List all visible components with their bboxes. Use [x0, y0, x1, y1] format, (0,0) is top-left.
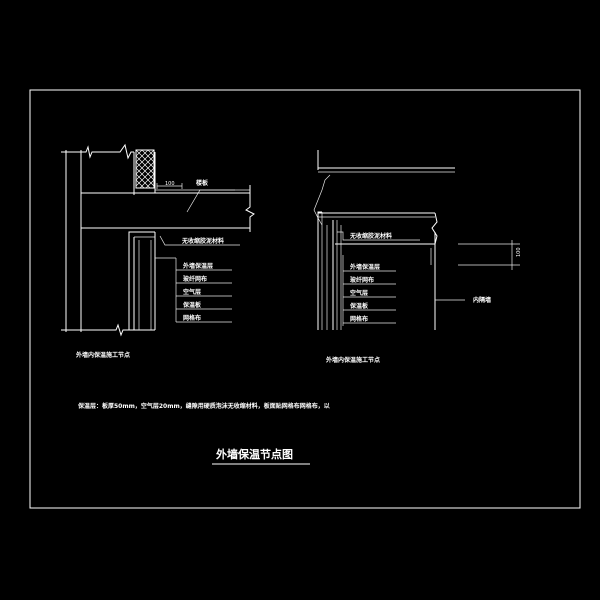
lower-col-cap [128, 231, 155, 237]
layer-r-4: 保温板 [349, 302, 369, 310]
bottom-break-line [61, 323, 155, 337]
layer-5: 网格布 [183, 314, 201, 322]
crosshatch [135, 149, 155, 189]
layer-3: 空气层 [183, 288, 201, 296]
layer-r-5: 网格布 [350, 315, 368, 323]
left-detail: 楼板 100 无收缩胶泥材料 外墙保温层 玻纤网布 空气层 保温板 网格布 外墙… [61, 143, 255, 359]
layer-r-1: 外墙保温层 [349, 263, 380, 271]
label-material: 无收缩胶泥材料 [181, 237, 224, 245]
layer-1: 外墙保温层 [182, 262, 213, 270]
top-break-line [61, 143, 134, 160]
drawing-frame [29, 89, 581, 509]
left-caption: 外墙内保温施工节点 [75, 351, 130, 359]
slab-break-r [431, 212, 438, 245]
label-partition: 内隔墙 [473, 296, 491, 304]
dim-100-text-r: 100 [516, 247, 522, 257]
dim-100-text: 100 [165, 181, 175, 187]
note-text: 保温层：板厚50mm，空气层20mm，缝隙用硬质泡沫无收缩材料，板面贴网格布网格… [77, 402, 330, 410]
wall-left-line [317, 211, 322, 330]
slab-leader [186, 189, 235, 213]
hatched-insulation-block [135, 149, 155, 189]
material-leader [159, 235, 240, 246]
layer-4: 保温板 [182, 301, 202, 309]
material-leader-r [337, 231, 420, 241]
layer-r-2: 玻纤网布 [350, 276, 374, 284]
layer-r-3: 空气层 [350, 289, 368, 297]
right-detail: 无收缩胶泥材料 外墙保温层 玻纤网布 空气层 保温板 网格布 100 内隔墙 外… [313, 150, 522, 364]
label-floor: 楼板 [196, 179, 209, 187]
layer-2: 玻纤网布 [183, 275, 207, 283]
main-title: 外墙保温节点图 [215, 447, 293, 461]
slab-break-line [245, 185, 255, 232]
right-caption: 外墙内保温施工节点 [325, 356, 380, 364]
label-material-r: 无收缩胶泥材料 [349, 232, 392, 240]
